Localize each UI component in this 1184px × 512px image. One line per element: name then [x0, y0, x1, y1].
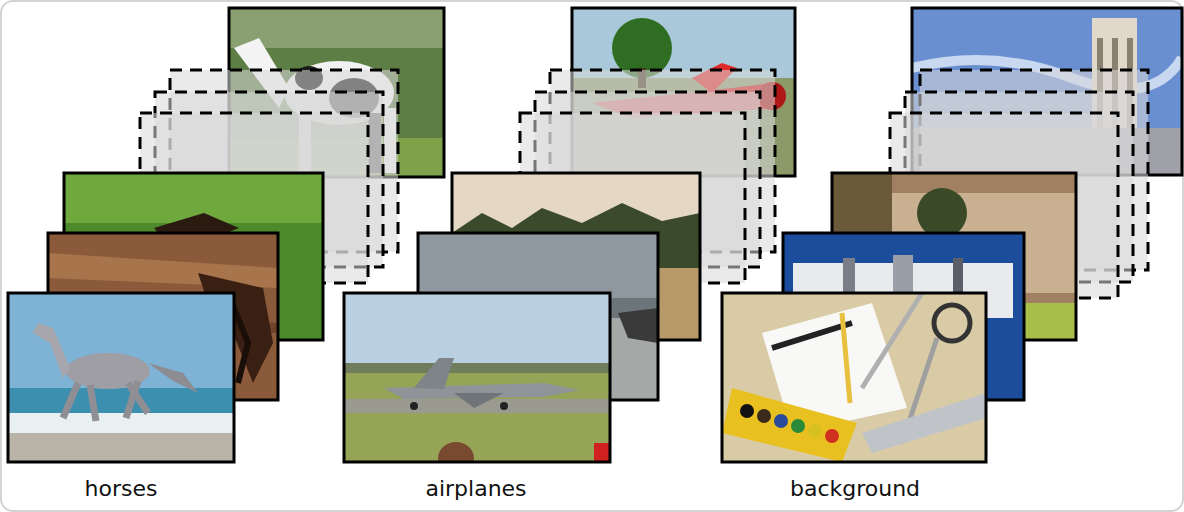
photo-horse-beach: [8, 293, 234, 393]
photo-office-supplies: [722, 388, 857, 462]
photo-horse-grass: [64, 173, 323, 223]
photo-horse-beach: [8, 433, 234, 462]
photo-airplane-jet: [344, 373, 610, 462]
photo-office-supplies: [722, 293, 986, 462]
photo-airplane-jet: [344, 363, 610, 373]
photo-airplane-jet: [344, 293, 610, 462]
photo-building-trees: [917, 188, 967, 238]
photo-horse-beach: [8, 413, 234, 435]
category-label: horses: [85, 476, 158, 501]
photo-office-supplies: [808, 424, 822, 438]
category-label: airplanes: [425, 476, 526, 501]
photo-horse-beach: [8, 293, 234, 462]
photo-airplane-jet: [410, 402, 418, 410]
photo-office-supplies: [934, 305, 970, 341]
photo-office-supplies: [772, 323, 852, 348]
photo-office-supplies: [722, 293, 986, 462]
photo-office-supplies: [757, 409, 771, 423]
photo-airplane-jet: [344, 293, 610, 474]
photo-horse-beach: [8, 293, 234, 462]
photo-office-supplies: [722, 293, 986, 462]
photo-airplane-runway: [618, 308, 658, 343]
photo-office-supplies: [740, 404, 754, 418]
photo-horse-beach: [148, 363, 198, 393]
photo-office-supplies: [825, 429, 839, 443]
photo-airplane-jet: [414, 358, 454, 389]
photo-office-supplies: [862, 293, 922, 388]
photo-horse-beach: [63, 381, 148, 421]
photo-horse-beach: [33, 323, 70, 378]
photo-office-supplies: [862, 393, 986, 453]
photo-office-supplies: [842, 313, 850, 403]
category-label: background: [790, 476, 920, 501]
photo-airplane-jet: [438, 442, 474, 474]
photo-airplane-jet: [500, 402, 508, 410]
photo-office-supplies: [791, 419, 805, 433]
photo-office-supplies: [722, 293, 986, 462]
photo-office-supplies: [774, 414, 788, 428]
photo-airplane-jet: [344, 293, 610, 368]
photo-airplane-jet: [344, 293, 610, 474]
photo-horse-cliff: [48, 253, 278, 288]
photo-airplane-jet: [454, 393, 504, 408]
photo-airplane-jet: [594, 443, 610, 462]
photo-horse-beach: [8, 293, 234, 462]
